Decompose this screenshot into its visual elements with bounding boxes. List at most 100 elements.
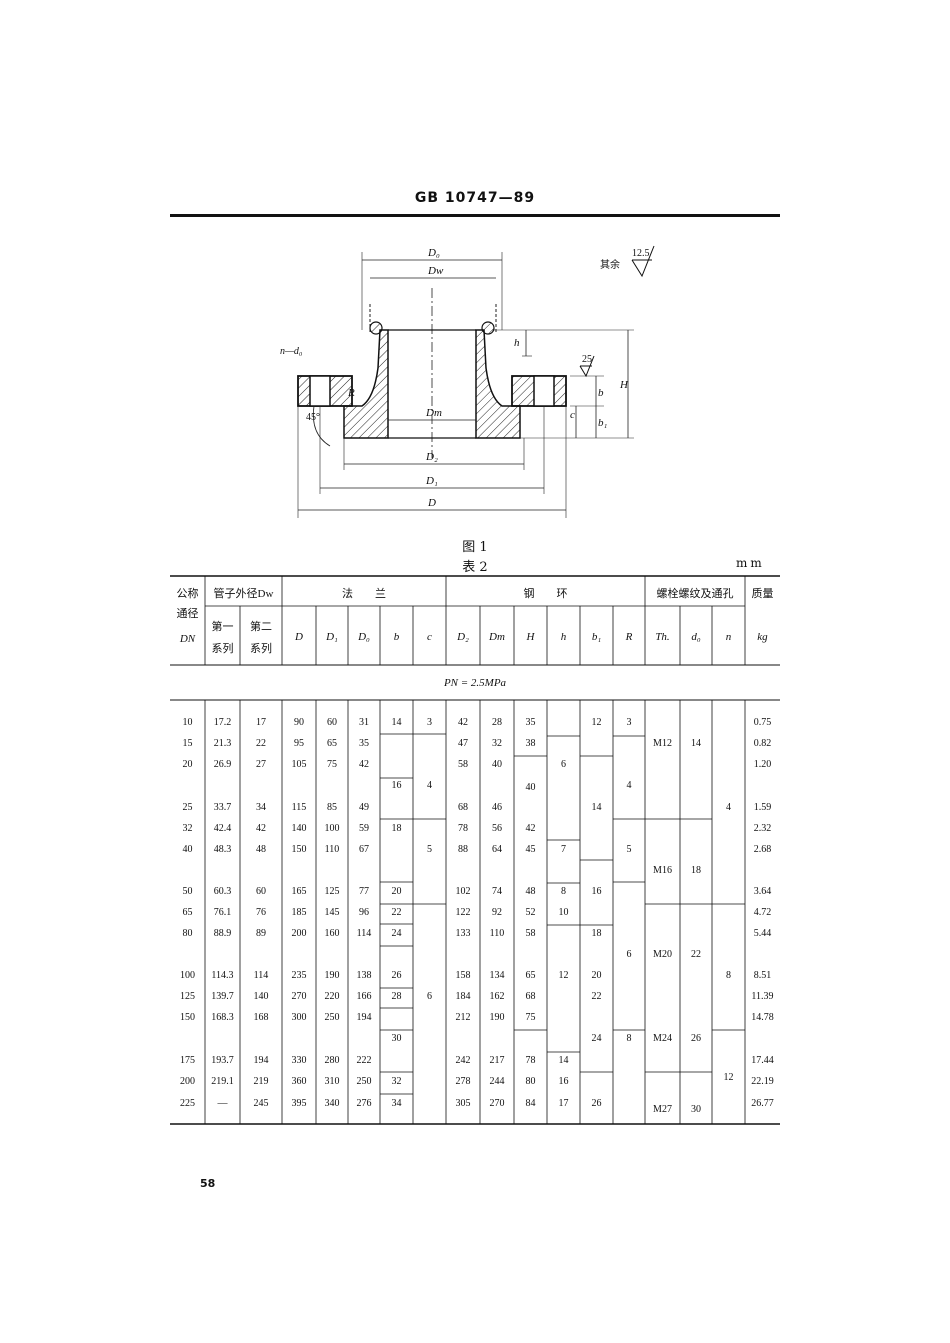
cell-D: 270 [292, 991, 307, 1002]
cell-series1: 76.1 [214, 907, 232, 918]
cell-series1: 114.3 [211, 970, 233, 981]
cell-D: 90 [294, 717, 304, 728]
cell-d0: 14 [691, 738, 701, 749]
cell-series1: 193.7 [211, 1055, 234, 1066]
cell-b1: 24 [592, 1033, 602, 1044]
cell-kg: 2.32 [754, 823, 772, 834]
header-b1: b₁ [592, 631, 602, 643]
cell-DN: 50 [183, 886, 193, 897]
cell-series2: 34 [256, 802, 266, 813]
cell-D0: 250 [357, 1076, 372, 1087]
cell-b: 34 [392, 1098, 402, 1109]
cell-DN: 125 [180, 991, 195, 1002]
label-Dm: Dm [425, 407, 442, 419]
cell-DN: 200 [180, 1076, 195, 1087]
cell-D: 165 [292, 886, 307, 897]
cell-kg: 26.77 [751, 1098, 774, 1109]
cell-D: 300 [292, 1012, 307, 1023]
cell-h: 12 [559, 970, 569, 981]
cell-D1: 340 [325, 1098, 340, 1109]
cell-b1: 12 [592, 717, 602, 728]
cell-D2: 278 [456, 1076, 471, 1087]
header-b: b [394, 631, 400, 643]
cell-b1: 16 [592, 886, 602, 897]
cell-R: 4 [627, 780, 632, 791]
cell-b1: 26 [592, 1098, 602, 1109]
label-H: H [619, 379, 629, 391]
table-caption: 表 2 [462, 560, 488, 575]
cell-series2: 89 [256, 928, 266, 939]
header-D0: D₀ [357, 631, 370, 643]
cell-D: 200 [292, 928, 307, 939]
cell-D1: 125 [325, 886, 340, 897]
cell-DN: 10 [183, 717, 193, 728]
cell-b1: 20 [592, 970, 602, 981]
cell-series2: 114 [254, 970, 269, 981]
cell-D0: 77 [359, 886, 369, 897]
cell-series1: 219.1 [211, 1076, 234, 1087]
cell-D0: 67 [359, 844, 369, 855]
weld-left [369, 321, 383, 335]
cell-D: 185 [292, 907, 307, 918]
header-R: R [625, 631, 633, 643]
cell-D2: 133 [456, 928, 471, 939]
cell-DN: 20 [183, 759, 193, 770]
cell-D2: 47 [458, 738, 468, 749]
cell-kg: 8.51 [754, 970, 772, 981]
cell-H: 52 [526, 907, 536, 918]
cell-R: 8 [627, 1033, 632, 1044]
cell-D0: 138 [357, 970, 372, 981]
cell-D: 140 [292, 823, 307, 834]
page-number: 58 [200, 1177, 216, 1190]
cell-Dm: 56 [492, 823, 502, 834]
cell-H: 45 [526, 844, 536, 855]
label-D0: D₀ [427, 247, 440, 259]
cell-series2: 219 [254, 1076, 269, 1087]
cell-series2: 76 [256, 907, 266, 918]
cell-D2: 78 [458, 823, 468, 834]
header-H: H [526, 631, 536, 643]
cell-Dm: 134 [490, 970, 505, 981]
pressure-label: PN = 2.5MPa [443, 677, 507, 689]
header-mass: 质量 [752, 587, 774, 600]
weld-right [481, 321, 495, 335]
cell-D1: 160 [325, 928, 340, 939]
cell-Dm: 32 [492, 738, 502, 749]
cell-DN: 40 [183, 844, 193, 855]
label-R: R [347, 387, 355, 399]
cell-kg: 14.78 [751, 1012, 774, 1023]
cell-n: 12 [724, 1072, 734, 1083]
cell-D: 115 [292, 802, 307, 813]
cell-D1: 190 [325, 970, 340, 981]
cell-Dm: 217 [490, 1055, 505, 1066]
cell-D1: 145 [325, 907, 340, 918]
cell-D1: 110 [325, 844, 340, 855]
cell-b1: 22 [592, 991, 602, 1002]
cell-h: 7 [561, 844, 566, 855]
cell-Dm: 190 [490, 1012, 505, 1023]
cell-Dm: 40 [492, 759, 502, 770]
cell-h: 10 [559, 907, 569, 918]
cell-kg: 0.82 [754, 738, 772, 749]
cell-series2: 27 [256, 759, 266, 770]
header-c: c [427, 631, 432, 643]
label-Dw: Dw [427, 265, 444, 277]
cell-D0: 222 [357, 1055, 372, 1066]
header-h: h [561, 631, 567, 643]
cell-kg: 0.75 [754, 717, 772, 728]
cell-kg: 22.19 [751, 1076, 774, 1087]
cell-b: 16 [392, 780, 402, 791]
cell-series1: 139.7 [211, 991, 234, 1002]
cell-D2: 212 [456, 1012, 471, 1023]
cell-Dm: 64 [492, 844, 502, 855]
cell-Dm: 270 [490, 1098, 505, 1109]
cell-b: 22 [392, 907, 402, 918]
cell-b1: 18 [592, 928, 602, 939]
cell-Dm: 162 [490, 991, 505, 1002]
cell-D0: 42 [359, 759, 369, 770]
cell-c: 4 [427, 780, 432, 791]
ring-section-left [343, 329, 389, 439]
cell-series1: 17.2 [214, 717, 232, 728]
cell-series1: 48.3 [214, 844, 232, 855]
